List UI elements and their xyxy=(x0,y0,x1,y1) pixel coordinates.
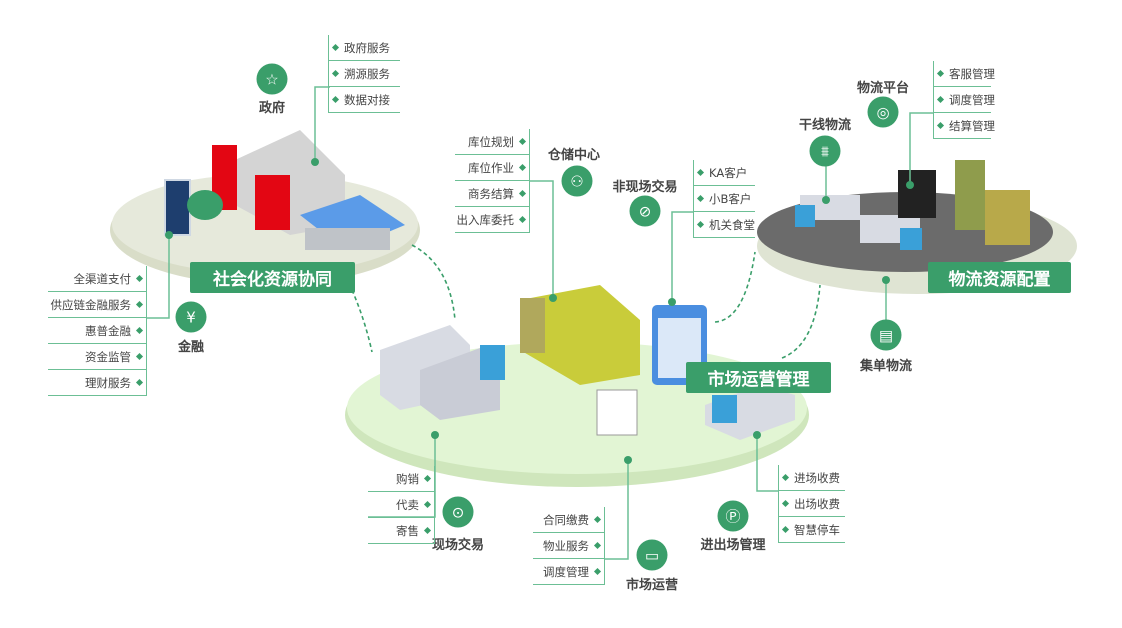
warehouse-building xyxy=(520,285,640,385)
label-trunk-logistics: 干线物流 xyxy=(798,118,852,133)
list-item: 寄售 xyxy=(368,518,434,544)
badge-social-resources: 社会化资源协同 xyxy=(190,262,355,293)
list-item: 进场收费 xyxy=(779,465,845,491)
item-text: 全渠道支付 xyxy=(73,271,132,286)
badge-logistics-resources: 物流资源配置 xyxy=(928,262,1071,293)
list-item: 政府服务 xyxy=(329,35,400,61)
label-warehouse: 仓储中心 xyxy=(547,148,601,163)
item-text: 代卖 xyxy=(396,497,419,512)
item-text: 购销 xyxy=(396,471,419,486)
location-off-icon: ⊘ xyxy=(629,195,661,227)
list-item: 惠普金融 xyxy=(48,318,146,344)
item-text: 寄售 xyxy=(396,523,419,538)
list-item: 资金监管 xyxy=(48,344,146,370)
list-item: 数据对接 xyxy=(329,87,400,113)
item-text: 合同缴费 xyxy=(543,512,589,527)
item-text: 供应链金融服务 xyxy=(50,297,132,312)
list-item: 理财服务 xyxy=(48,370,146,396)
logistics-platform-list: 客服管理 调度管理 结算管理 xyxy=(933,61,995,139)
market-ops-list: 合同缴费 物业服务 调度管理 xyxy=(533,507,605,585)
label-onsite-trade: 现场交易 xyxy=(431,538,485,553)
list-item: 库位规划 xyxy=(455,129,529,155)
list-item: 库位作业 xyxy=(455,155,529,181)
list-item: 客服管理 xyxy=(934,61,995,87)
monitor-chart-icon: ▭ xyxy=(636,539,668,571)
warehouse-services-list: 库位规划 库位作业 商务结算 出入库委托 xyxy=(455,129,530,233)
item-text: 物业服务 xyxy=(543,538,589,553)
item-text: 溯源服务 xyxy=(344,66,390,81)
list-item: 小B客户 xyxy=(694,186,755,212)
logistics-fleet xyxy=(795,160,1030,250)
clipboard-icon: ▤ xyxy=(870,319,902,351)
item-text: 出场收费 xyxy=(794,496,840,511)
list-item: 调度管理 xyxy=(934,87,995,113)
item-text: 结算管理 xyxy=(949,118,995,133)
list-item: 出入库委托 xyxy=(455,207,529,233)
star-icon: ☆ xyxy=(256,63,288,95)
road-icon: ⩩ xyxy=(809,135,841,167)
item-text: 机关食堂 xyxy=(709,217,755,232)
list-item: 商务结算 xyxy=(455,181,529,207)
entry-exit-list: 进场收费 出场收费 智慧停车 xyxy=(778,465,845,543)
item-text: 理财服务 xyxy=(85,375,131,390)
parking-icon: Ⓟ xyxy=(717,500,749,532)
item-text: 调度管理 xyxy=(949,92,995,107)
label-market-ops: 市场运营 xyxy=(625,578,679,593)
item-text: 数据对接 xyxy=(344,92,390,107)
item-text: 库位作业 xyxy=(468,160,514,175)
item-text: 出入库委托 xyxy=(456,212,515,227)
dashboard-screen xyxy=(164,179,191,236)
label-finance: 金融 xyxy=(177,340,205,355)
item-text: 商务结算 xyxy=(468,186,514,201)
label-entry-exit: 进出场管理 xyxy=(700,538,766,553)
list-item: 机关食堂 xyxy=(694,212,755,238)
trucks xyxy=(380,325,505,420)
item-text: KA客户 xyxy=(709,165,748,180)
yen-icon: ¥ xyxy=(175,301,207,333)
list-item: 智慧停车 xyxy=(779,517,845,543)
finance-services-list: 全渠道支付 供应链金融服务 惠普金融 资金监管 理财服务 xyxy=(48,266,147,396)
item-text: 智慧停车 xyxy=(794,522,840,537)
item-text: 进场收费 xyxy=(794,470,840,485)
location-icon: ⊙ xyxy=(442,496,474,528)
share-icon: ⚇ xyxy=(561,165,593,197)
government-services-list: 政府服务 溯源服务 数据对接 xyxy=(328,35,400,113)
list-item: 代卖 xyxy=(368,492,434,518)
label-logistics-platform: 物流平台 xyxy=(856,81,910,96)
globe-icon: ◎ xyxy=(867,96,899,128)
item-text: 政府服务 xyxy=(344,40,390,55)
label-government: 政府 xyxy=(258,101,286,116)
list-item: 出场收费 xyxy=(779,491,845,517)
badge-market-operations: 市场运营管理 xyxy=(686,362,831,393)
list-item: 购销 xyxy=(368,466,434,492)
list-item: 溯源服务 xyxy=(329,61,400,87)
list-item: 全渠道支付 xyxy=(48,266,146,292)
item-text: 小B客户 xyxy=(709,191,752,206)
item-text: 客服管理 xyxy=(949,66,995,81)
item-text: 资金监管 xyxy=(85,349,131,364)
list-item: 供应链金融服务 xyxy=(48,292,146,318)
label-offsite-trade: 非现场交易 xyxy=(612,180,678,195)
list-item: KA客户 xyxy=(694,160,755,186)
list-item: 结算管理 xyxy=(934,113,995,139)
item-text: 惠普金融 xyxy=(85,323,131,338)
report-board xyxy=(596,389,638,436)
onsite-trade-list: 购销 代卖 寄售 xyxy=(368,466,435,544)
flow-arrow xyxy=(411,244,456,321)
list-item: 调度管理 xyxy=(533,559,604,585)
item-text: 调度管理 xyxy=(543,564,589,579)
item-text: 库位规划 xyxy=(468,134,514,149)
list-item: 物业服务 xyxy=(533,533,604,559)
offsite-trade-list: KA客户 小B客户 机关食堂 xyxy=(693,160,755,238)
label-collect-logistics: 集单物流 xyxy=(859,359,913,374)
list-item: 合同缴费 xyxy=(533,507,604,533)
